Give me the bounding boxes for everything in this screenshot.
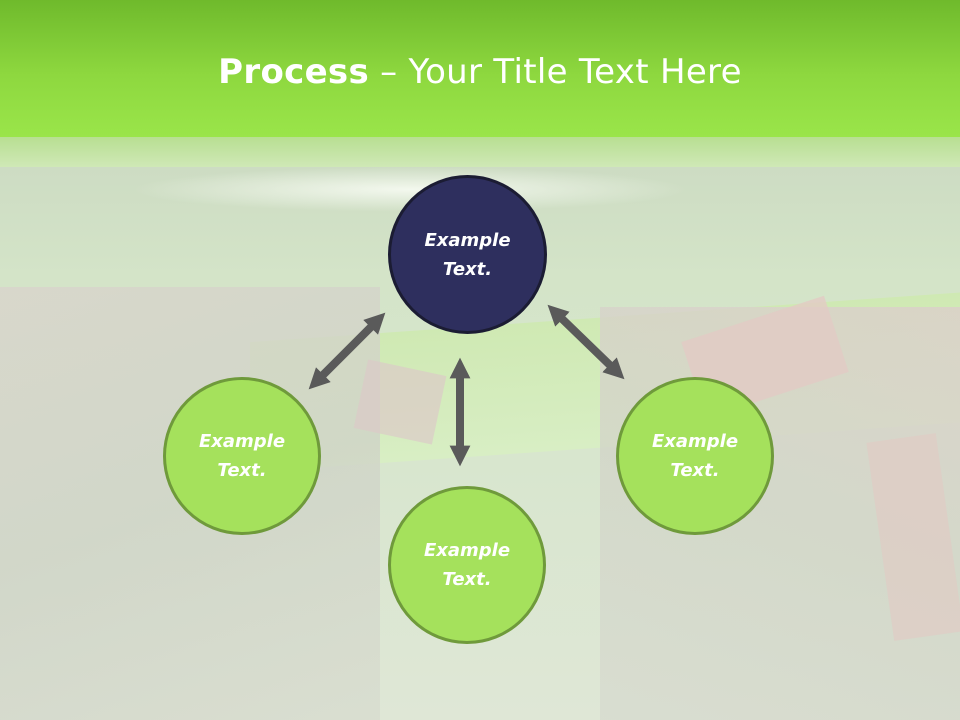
node-text-line2: Text. [670, 460, 720, 481]
header-underband [0, 137, 960, 167]
process-node-bottom: Example Text. [388, 486, 546, 644]
process-node-right: Example Text. [616, 377, 774, 535]
slide-title: Process – Your Title Text Here [0, 52, 960, 92]
arrow-top-right [547, 304, 625, 380]
process-node-top: Example Text. [388, 175, 547, 334]
node-text-line2: Text. [442, 258, 493, 280]
node-text-line1: Example [651, 431, 739, 452]
header-bar: Process – Your Title Text Here [0, 0, 960, 137]
node-text-line2: Text. [217, 460, 267, 481]
node-text-line2: Text. [442, 569, 492, 590]
title-bold: Process [218, 52, 370, 92]
process-node-left: Example Text. [163, 377, 321, 535]
node-text-line1: Example [198, 431, 286, 452]
arrow-top-left [308, 312, 386, 390]
node-text-line1: Example [423, 540, 511, 561]
node-text-line1: Example [424, 229, 511, 251]
title-rest: – Your Title Text Here [369, 52, 742, 92]
